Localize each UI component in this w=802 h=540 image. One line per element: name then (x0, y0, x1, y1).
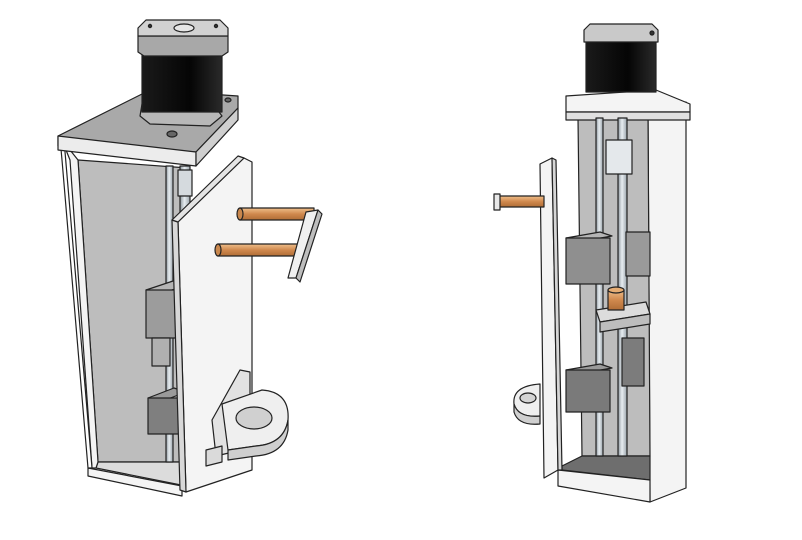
rear-motor-body (585, 39, 657, 93)
rear-upper-block (565, 231, 651, 285)
stepper-motor (137, 19, 229, 127)
frame-left-panel (61, 139, 99, 469)
rear-frame-right-panel (647, 101, 687, 503)
rear-top-plate (565, 89, 691, 113)
motor-shaft-hub-icon (173, 23, 195, 33)
rear-motor-screw-icon (649, 30, 655, 36)
copper-rod-lower (217, 243, 301, 257)
frame-bottom-rail (87, 467, 183, 497)
coupler (177, 169, 193, 197)
top-plate-hole-icon (166, 130, 178, 138)
mounting-bracket (205, 369, 289, 467)
motor-screw-2-icon (213, 23, 219, 29)
motor-body (141, 47, 223, 113)
rear-frame-bottom-rail (557, 469, 651, 503)
rear-copper-rods (493, 193, 545, 211)
front-view (57, 19, 323, 497)
copper-rods (214, 207, 323, 283)
copper-rod-upper (239, 207, 315, 221)
rear-motor-top-cap (583, 23, 659, 43)
top-plate-hole-2-icon (224, 97, 232, 103)
top-plate-side-edge (195, 107, 239, 167)
motor-top-cap-side (137, 35, 229, 57)
block-connector (151, 337, 171, 367)
rear-view (493, 23, 691, 503)
rear-stepper-motor (583, 23, 659, 93)
front-moving-plate-top (171, 155, 245, 223)
rear-nut-plate (595, 286, 651, 333)
rear-coupler (605, 139, 633, 175)
rear-mounting-bracket (513, 383, 541, 425)
rear-bracket-hole-icon (519, 392, 537, 404)
rear-lower-block (565, 337, 645, 413)
motor-screw-icon (147, 23, 153, 29)
bracket-hole-icon (235, 406, 273, 430)
rear-guide-rod (595, 117, 604, 457)
